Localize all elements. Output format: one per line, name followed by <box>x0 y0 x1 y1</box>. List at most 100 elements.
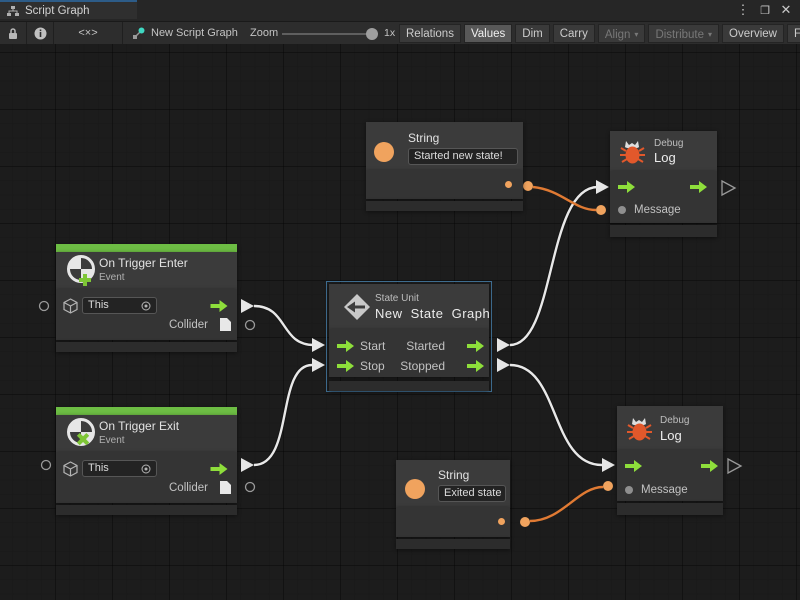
state-unit-icon <box>344 294 370 320</box>
node-footer <box>617 503 723 515</box>
string-literal-icon <box>405 479 425 499</box>
title-bar: Script Graph ⋮ ❐ ✕ <box>0 0 800 21</box>
window-close-button[interactable]: ✕ <box>780 2 792 17</box>
graph-name-label: New Script Graph <box>151 27 238 39</box>
flow-outlet-port[interactable] <box>727 457 743 475</box>
code-view-icon: <×> <box>78 27 98 39</box>
window-menu-button[interactable]: ⋮ <box>736 2 750 17</box>
graph-hierarchy-icon <box>7 5 19 16</box>
tab-script-graph[interactable]: Script Graph <box>0 0 137 19</box>
collider-value-icon[interactable] <box>219 480 232 495</box>
wire-start-cap[interactable] <box>497 338 510 352</box>
plus-icon <box>79 274 91 286</box>
lock-button[interactable] <box>0 22 27 44</box>
node-footer <box>329 381 489 391</box>
wire-arrowhead <box>596 180 609 194</box>
node-footer <box>610 225 717 237</box>
node-string-bottom[interactable]: String Exited state <box>396 460 510 549</box>
node-state-unit[interactable]: State Unit New State Graph Start Started… <box>326 281 492 392</box>
node-debug-log-top[interactable]: Debug Log Message <box>610 131 717 237</box>
zoom-value: 1x <box>384 27 396 39</box>
carry-button[interactable]: Carry <box>552 24 595 43</box>
value-port[interactable] <box>244 481 256 493</box>
node-footer <box>56 342 237 352</box>
graph-toolbar: <×> New Script Graph Zoom 1x Relations V… <box>0 21 800 44</box>
wire-arrowhead <box>602 458 615 472</box>
string-literal-icon <box>374 142 394 162</box>
node-subtitle: Event <box>99 435 125 446</box>
object-picker-icon[interactable] <box>141 464 151 474</box>
flow-outlet-port[interactable] <box>721 179 737 197</box>
flow-out-port[interactable] <box>210 300 228 312</box>
string-output-port[interactable] <box>498 518 505 525</box>
code-view-button[interactable]: <×> <box>54 22 123 44</box>
object-picker-icon[interactable] <box>141 301 151 311</box>
flow-out-port[interactable] <box>467 360 484 372</box>
values-button[interactable]: Values <box>463 24 513 43</box>
this-object-field[interactable]: This <box>82 297 157 314</box>
flow-in-port[interactable] <box>618 181 635 193</box>
zoom-slider-track[interactable] <box>282 33 374 35</box>
node-title: String <box>408 131 440 145</box>
fullscreen-button[interactable]: Full Scr <box>786 24 800 43</box>
align-dropdown[interactable]: Align▾ <box>597 24 646 43</box>
node-kind: State Unit <box>375 293 419 304</box>
wire-string-to-message-top[interactable] <box>532 185 597 212</box>
info-button[interactable] <box>27 22 54 44</box>
value-port[interactable] <box>38 300 50 312</box>
distribute-dropdown[interactable]: Distribute▾ <box>648 24 720 43</box>
port-label: Started <box>406 339 445 353</box>
graph-breadcrumb[interactable]: New Script Graph <box>132 22 238 44</box>
value-port[interactable] <box>40 459 52 471</box>
port-label: Stop <box>360 359 385 373</box>
wire-stopped-to-log[interactable] <box>509 363 603 467</box>
string-value-input[interactable]: Started new state! <box>408 148 518 165</box>
value-port-connected[interactable] <box>603 481 613 491</box>
flow-out-port[interactable] <box>210 463 228 475</box>
wire-arrowhead <box>312 338 325 352</box>
zoom-slider-handle[interactable] <box>366 28 378 40</box>
wire-start-cap[interactable] <box>241 299 254 313</box>
flow-out-port[interactable] <box>690 181 707 193</box>
overview-button[interactable]: Overview <box>722 24 784 43</box>
node-footer <box>56 505 237 515</box>
value-port-connected[interactable] <box>596 205 606 215</box>
value-port-connected[interactable] <box>520 517 530 527</box>
node-on-trigger-exit[interactable]: On Trigger Exit Event This Collider <box>56 407 237 515</box>
dim-button[interactable]: Dim <box>515 24 550 43</box>
flow-out-port[interactable] <box>467 340 484 352</box>
collider-value-icon[interactable] <box>219 317 232 332</box>
message-input-port[interactable] <box>618 206 626 214</box>
zoom-label: Zoom <box>250 27 279 39</box>
flow-out-port[interactable] <box>701 460 718 472</box>
event-icon <box>67 418 95 446</box>
wire-string-to-message-bottom[interactable] <box>529 485 604 523</box>
value-port[interactable] <box>244 319 256 331</box>
event-icon <box>67 255 95 286</box>
flow-in-port[interactable] <box>625 460 642 472</box>
chevron-down-icon: ▾ <box>708 30 713 39</box>
node-title: On Trigger Enter <box>99 256 188 270</box>
relations-button[interactable]: Relations <box>399 24 461 43</box>
wire-enter-to-start[interactable] <box>253 304 315 347</box>
window-maximize-button[interactable]: ❐ <box>760 4 770 17</box>
this-object-field[interactable]: This <box>82 460 157 477</box>
bug-icon <box>620 141 645 164</box>
message-input-port[interactable] <box>625 486 633 494</box>
node-title: On Trigger Exit <box>99 419 180 433</box>
wire-exit-to-stop[interactable] <box>253 363 313 467</box>
string-output-port[interactable] <box>505 181 512 188</box>
node-on-trigger-enter[interactable]: On Trigger Enter Event This Collider <box>56 244 237 352</box>
wire-start-cap[interactable] <box>241 458 254 472</box>
flow-in-port[interactable] <box>337 360 354 372</box>
node-debug-log-bottom[interactable]: Debug Log Message <box>617 406 723 515</box>
wire-started-to-log[interactable] <box>509 185 599 347</box>
wire-arrowhead <box>312 358 325 372</box>
graph-canvas[interactable]: String Started new state! Debug Log <box>0 44 800 600</box>
node-string-top[interactable]: String Started new state! <box>366 122 523 211</box>
wire-start-cap[interactable] <box>497 358 510 372</box>
value-port-connected[interactable] <box>523 181 533 191</box>
string-value-input[interactable]: Exited state <box>438 485 506 502</box>
flow-in-port[interactable] <box>337 340 354 352</box>
